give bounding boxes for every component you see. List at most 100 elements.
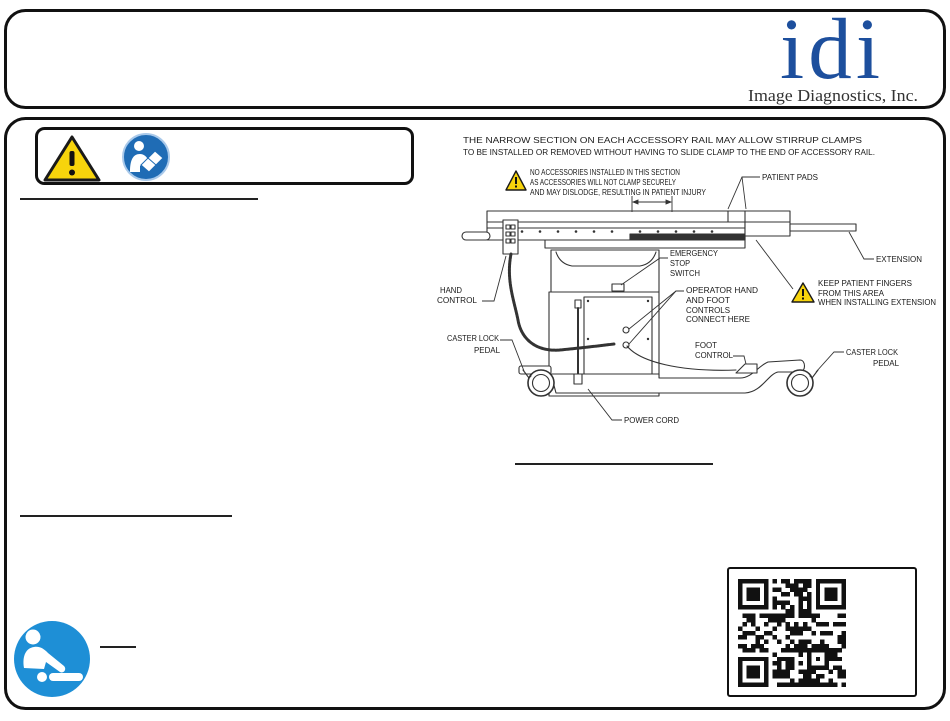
manual-icon-book-spine bbox=[147, 157, 157, 166]
panel-screw bbox=[586, 337, 590, 341]
extension-block bbox=[744, 221, 791, 237]
rail-hole bbox=[692, 230, 696, 233]
hand-control-button bbox=[505, 231, 511, 237]
rail-hole bbox=[710, 230, 714, 233]
column-top bbox=[550, 249, 660, 293]
main-frame bbox=[4, 117, 946, 710]
rail-hole bbox=[656, 230, 660, 233]
warning-box-frame bbox=[35, 127, 414, 185]
section-heading-underline bbox=[20, 515, 232, 517]
finger-warning-bar bbox=[802, 289, 804, 296]
extension-label: EXTENSION bbox=[876, 254, 922, 264]
right-caster-wheel bbox=[786, 369, 814, 397]
emergency-stop-label: STOP bbox=[670, 258, 690, 268]
caster-lock-right-label: CASTER LOCK bbox=[846, 347, 898, 357]
emergency-stop-label: EMERGENCY bbox=[670, 248, 718, 258]
foot-control-label: CONTROL bbox=[695, 350, 733, 360]
warning-box bbox=[35, 127, 414, 185]
section-heading-underline bbox=[20, 198, 258, 200]
qr-code-frame bbox=[727, 567, 917, 697]
operator-controls-leader bbox=[628, 290, 684, 345]
emergency-stop-switch bbox=[611, 283, 625, 292]
rail-hole bbox=[638, 230, 642, 233]
extension-bar bbox=[789, 223, 857, 232]
dimension-arrowhead bbox=[665, 199, 673, 205]
operator-controls-label: OPERATOR HAND bbox=[686, 285, 758, 295]
head-handle bbox=[461, 231, 491, 241]
rail-hole bbox=[538, 230, 542, 233]
operator-controls-label: AND FOOT bbox=[686, 295, 731, 305]
cabinet-panel bbox=[583, 296, 653, 382]
rail-note-line-1: THE NARROW SECTION ON EACH ACCESSORY RAI… bbox=[463, 135, 862, 145]
foot-control-leader bbox=[733, 355, 747, 365]
caregiver-head bbox=[25, 629, 41, 645]
finger-warning-label: KEEP PATIENT FINGERS bbox=[818, 278, 912, 288]
operator-controls-label: CONTROLS bbox=[686, 305, 730, 315]
caster-lock-left-label: CASTER LOCK bbox=[447, 333, 499, 343]
caster-lock-right-leader bbox=[815, 351, 844, 373]
under-rail-frame bbox=[544, 239, 746, 249]
rail-hole bbox=[592, 230, 596, 233]
hand-control-label: CONTROL bbox=[437, 295, 477, 305]
finger-warning-dot bbox=[802, 297, 804, 300]
hand-control-cord bbox=[507, 252, 616, 352]
finger-warning-leader bbox=[755, 239, 794, 290]
left-caster-hub bbox=[531, 373, 551, 393]
leader-lines bbox=[482, 176, 874, 421]
hand-control-button bbox=[505, 238, 511, 244]
right-caster-hub bbox=[790, 373, 810, 393]
power-cord-label: POWER CORD bbox=[624, 415, 679, 425]
company-logo: idi bbox=[780, 0, 880, 97]
rail-hole bbox=[556, 230, 560, 233]
extension-leader bbox=[848, 231, 874, 260]
finger-warning-label: FROM THIS AREA bbox=[818, 288, 884, 298]
rail-mechanism bbox=[629, 233, 746, 241]
rail-hole bbox=[674, 230, 678, 233]
foot-control bbox=[735, 363, 758, 374]
hand-control-button bbox=[510, 231, 516, 237]
rail-hole bbox=[610, 230, 614, 233]
dimension-arrowhead bbox=[631, 199, 639, 205]
header: idi Image Diagnostics, Inc. bbox=[4, 0, 946, 109]
patient-assist-icon bbox=[14, 621, 90, 697]
left-caster-lock-pedal bbox=[522, 369, 532, 379]
hand-control-leader bbox=[482, 255, 507, 302]
warning-exclamation-dot bbox=[69, 169, 75, 176]
right-caster-lock-pedal bbox=[809, 369, 819, 379]
accessory-warning-line-3: AND MAY DISLODGE, RESULTING IN PATIENT I… bbox=[530, 187, 706, 197]
control-connector bbox=[622, 326, 630, 334]
foot-control-label: FOOT bbox=[695, 340, 718, 350]
hand-control-button bbox=[510, 238, 516, 244]
warning-triangle-icon bbox=[505, 170, 527, 191]
accessory-warning-line-2: AS ACCESSORIES WILL NOT CLAMP SECURELY bbox=[530, 177, 676, 187]
caster-lock-left-leader bbox=[500, 339, 525, 372]
patient-head bbox=[37, 672, 47, 682]
operator-controls-label: CONNECT HERE bbox=[686, 314, 750, 324]
diagram-labels: PATIENT PADS EXTENSION EMERGENCY STOP SW… bbox=[437, 172, 936, 425]
table-diagram bbox=[461, 210, 857, 397]
left-caster-wheel bbox=[527, 369, 555, 397]
qr-code-panel bbox=[727, 567, 917, 697]
emergency-stop-label: SWITCH bbox=[670, 268, 700, 278]
accessory-warning-bar bbox=[515, 177, 517, 184]
emergency-stop-leader bbox=[620, 257, 668, 286]
column-top-curve bbox=[555, 251, 657, 267]
hand-control-button bbox=[505, 224, 511, 230]
caster-lock-left-label: PEDAL bbox=[474, 345, 500, 355]
base-frame bbox=[550, 359, 806, 394]
power-cord-plug bbox=[574, 299, 582, 309]
panel-screw bbox=[646, 299, 650, 303]
manual-icon-body bbox=[130, 154, 148, 172]
panel-screw bbox=[586, 299, 590, 303]
power-cord-end bbox=[573, 373, 583, 385]
foot-control-cord bbox=[626, 345, 737, 371]
company-name: Image Diagnostics, Inc. bbox=[748, 86, 918, 105]
patient-body bbox=[49, 673, 83, 681]
hand-control-label: HAND bbox=[440, 285, 462, 295]
patient-pads-leader bbox=[741, 176, 747, 210]
rail-note-line-2: TO BE INSTALLED OR REMOVED WITHOUT HAVIN… bbox=[463, 147, 875, 157]
diagram-caption-underline bbox=[515, 463, 713, 465]
hand-control-button bbox=[510, 224, 516, 230]
finger-warning-label: WHEN INSTALLING EXTENSION bbox=[818, 297, 936, 307]
